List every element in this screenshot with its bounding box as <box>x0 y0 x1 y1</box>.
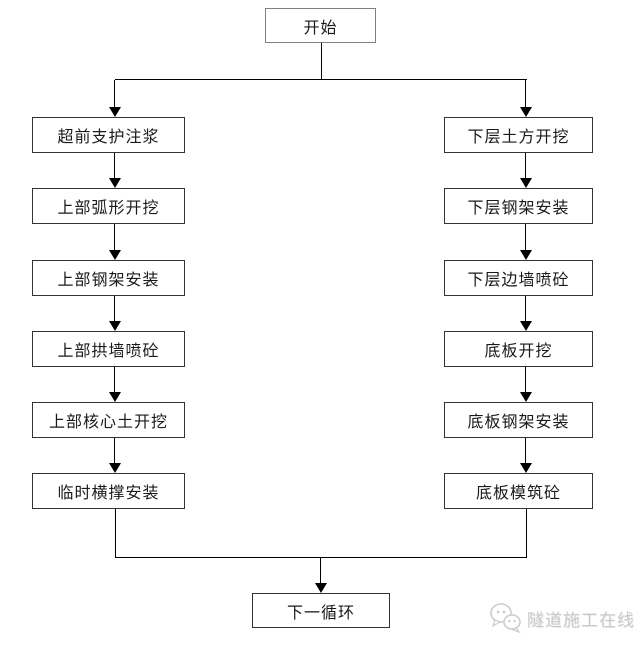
connector-stem <box>114 80 115 108</box>
connector-stem <box>320 558 321 584</box>
flow-node-left-1: 超前支护注浆 <box>32 117 185 153</box>
connector-left-2 <box>109 224 121 260</box>
flow-node-left-6: 临时横撑安装 <box>32 473 185 509</box>
connector-stem <box>114 438 115 464</box>
arrow-down-icon <box>109 250 121 260</box>
flow-node-left-2: 上部弧形开挖 <box>32 188 185 224</box>
connector-left-4 <box>109 367 121 402</box>
arrow-down-icon <box>109 107 121 117</box>
chat-bubbles-logo-icon <box>490 603 521 634</box>
flow-node-right-5: 底板钢架安装 <box>444 402 593 438</box>
connector-stem <box>525 153 526 179</box>
connector-right-1 <box>520 153 532 188</box>
flow-node-right-6: 底板模筑砼 <box>444 473 593 509</box>
arrow-down-icon <box>520 463 532 473</box>
flow-node-right-4: 底板开挖 <box>444 331 593 367</box>
connector-branch-line <box>115 79 527 80</box>
flow-node-end: 下一循环 <box>252 593 390 628</box>
connector-right-4 <box>520 367 532 402</box>
arrow-down-icon <box>520 321 532 331</box>
flow-node-right-1: 下层土方开挖 <box>444 117 593 153</box>
arrow-down-icon <box>109 321 121 331</box>
arrow-down-icon <box>109 463 121 473</box>
connector-stem <box>114 153 115 179</box>
connector-join-line <box>115 557 527 558</box>
flow-node-left-4: 上部拱墙喷砼 <box>32 331 185 367</box>
connector-stem <box>525 80 526 108</box>
connector-right-3 <box>520 296 532 331</box>
arrow-down-icon <box>520 178 532 188</box>
flow-node-left-5: 上部核心土开挖 <box>32 402 185 438</box>
connector-join-right <box>526 509 527 557</box>
connector-branch-right <box>520 80 532 117</box>
flow-node-right-3: 下层边墙喷砼 <box>444 260 593 296</box>
connector-stem <box>114 296 115 322</box>
connector-stem <box>525 224 526 251</box>
arrow-down-icon <box>520 392 532 402</box>
arrow-down-icon <box>109 178 121 188</box>
flow-node-left-3: 上部钢架安装 <box>32 260 185 296</box>
connector-right-2 <box>520 224 532 260</box>
flow-node-right-2: 下层钢架安装 <box>444 188 593 224</box>
arrow-down-icon <box>315 583 327 593</box>
arrow-down-icon <box>520 107 532 117</box>
connector-stem <box>114 224 115 251</box>
connector-stem <box>525 296 526 322</box>
arrow-down-icon <box>109 392 121 402</box>
connector-join-left <box>115 509 116 557</box>
connector-left-1 <box>109 153 121 188</box>
arrow-down-icon <box>520 250 532 260</box>
connector-right-5 <box>520 438 532 473</box>
connector-stem <box>114 367 115 393</box>
connector-left-5 <box>109 438 121 473</box>
connector-left-3 <box>109 296 121 331</box>
connector-branch-left <box>109 80 121 117</box>
connector-end <box>315 558 327 593</box>
connector-stem <box>525 367 526 393</box>
flow-node-start: 开始 <box>265 8 376 43</box>
watermark-text: 隧道施工在线 <box>527 610 635 630</box>
watermark: 隧道施工在线 <box>488 600 635 636</box>
connector-stem <box>525 438 526 464</box>
connector-start-stem <box>321 43 322 79</box>
